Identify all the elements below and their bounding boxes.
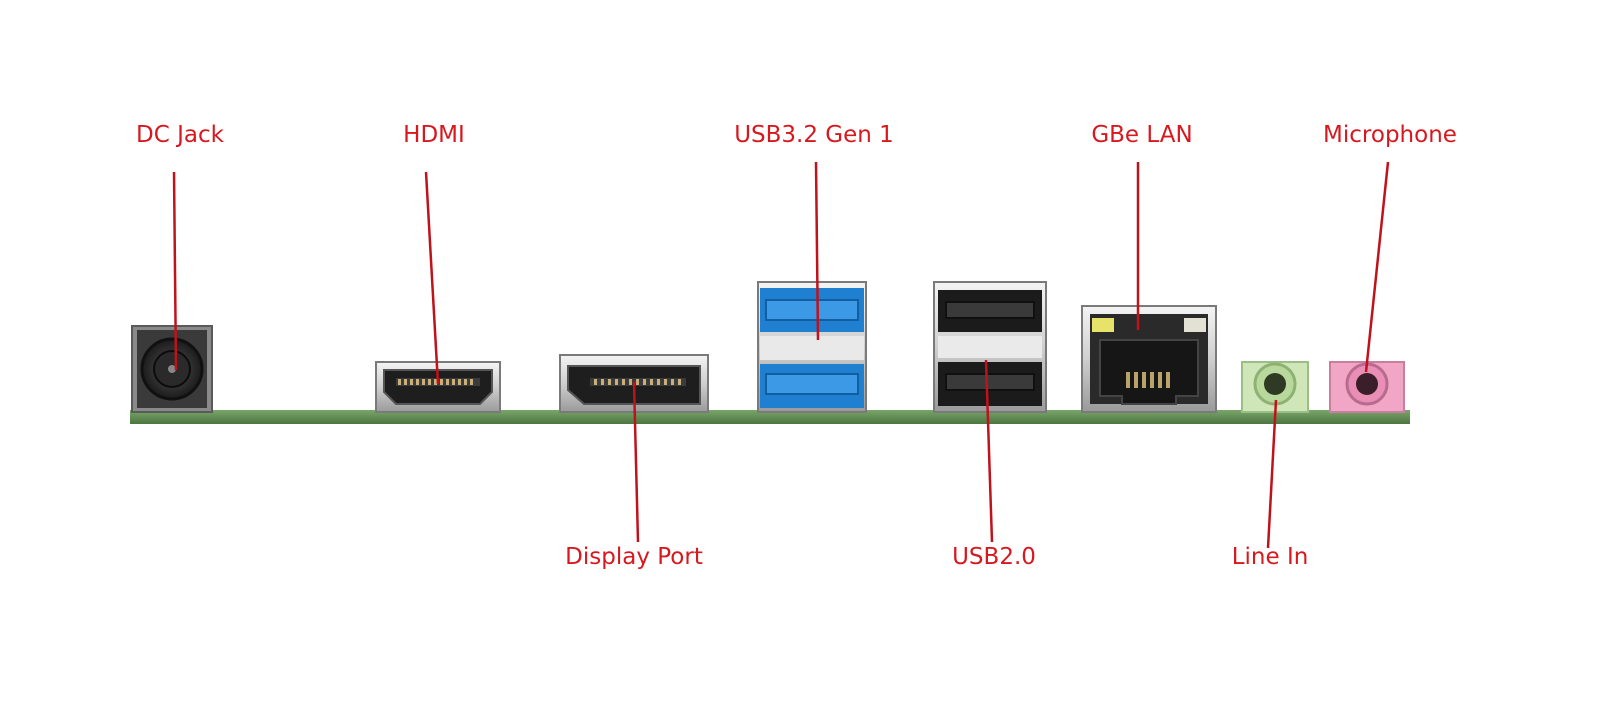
dc-jack-icon bbox=[131, 325, 213, 413]
leader-line-line-in bbox=[1266, 399, 1278, 549]
label-dc-jack: DC Jack bbox=[136, 122, 224, 148]
audio-jack-icon bbox=[1241, 361, 1309, 413]
leader-line-hdmi bbox=[424, 171, 440, 385]
leader-line-microphone bbox=[1364, 161, 1390, 373]
label-line-in: Line In bbox=[1231, 544, 1309, 570]
usb2-port-icon bbox=[933, 281, 1047, 413]
label-display-port: Display Port bbox=[565, 544, 703, 570]
leader-line-usb32 bbox=[814, 161, 820, 341]
label-gbe-lan: GBe LAN bbox=[1091, 122, 1193, 148]
leader-line-dc-jack bbox=[172, 171, 178, 371]
label-microphone: Microphone bbox=[1323, 122, 1457, 148]
label-usb32: USB3.2 Gen 1 bbox=[734, 122, 894, 148]
leader-line-display-port bbox=[632, 381, 640, 543]
usb3-port-icon bbox=[757, 281, 867, 413]
rj45-port-icon bbox=[1081, 305, 1217, 413]
leader-line-usb20 bbox=[984, 359, 994, 543]
pcb-board bbox=[130, 410, 1410, 424]
label-usb20: USB2.0 bbox=[952, 544, 1036, 570]
label-hdmi: HDMI bbox=[403, 122, 465, 148]
